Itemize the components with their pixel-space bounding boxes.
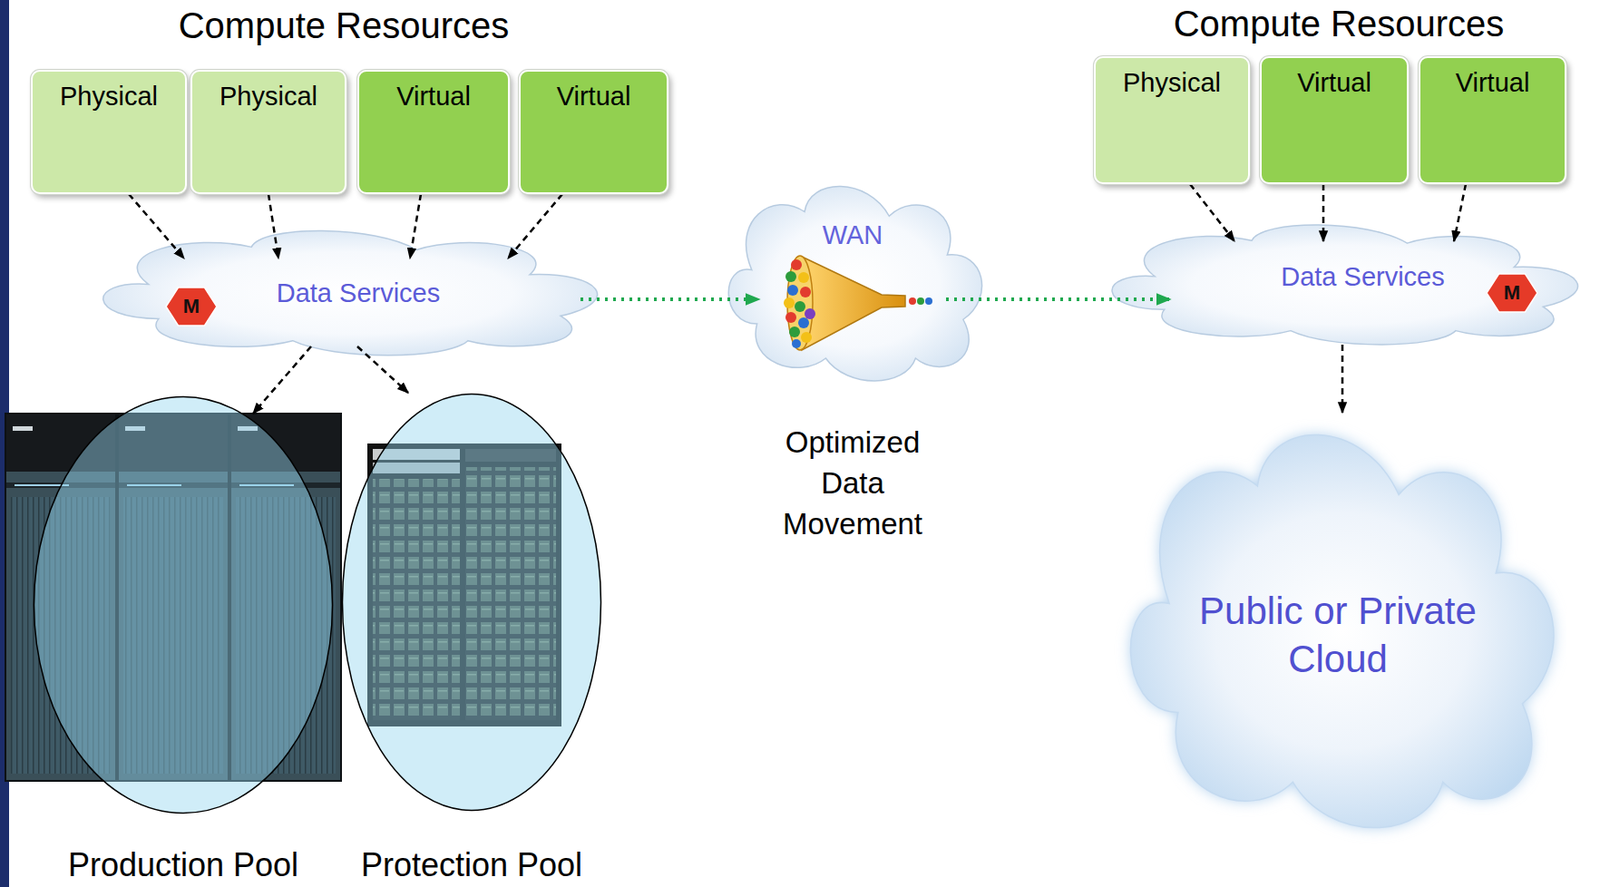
pool-ellipse: [341, 392, 603, 812]
dashed-arrow: [1190, 184, 1235, 242]
funnel-icon: [794, 301, 806, 313]
virtual-box: Virtual: [518, 69, 669, 195]
cloud-shape: [728, 186, 982, 381]
wan-caption: Optimized Data Movement: [759, 421, 947, 545]
funnel-icon: [789, 326, 800, 338]
funnel-icon: [785, 312, 797, 323]
dashed-arrow: [1341, 344, 1345, 413]
box-label: Virtual: [556, 81, 632, 112]
cloud-shape: [1130, 435, 1553, 829]
cloud-title: Public or Private Cloud: [1183, 586, 1493, 683]
pool-label: Production Pool: [68, 846, 299, 884]
hexagon-shape: [1486, 273, 1538, 313]
cloud-shape: [1130, 435, 1553, 829]
funnel-icon: [804, 308, 816, 320]
hex-letter: M: [1503, 281, 1521, 304]
cloud-label: Data Services: [1280, 262, 1445, 293]
funnel-icon: [800, 331, 812, 343]
dashed-arrow: [1453, 184, 1466, 242]
funnel-icon: [800, 286, 811, 298]
data-movement-arrow: [946, 297, 1171, 302]
cloud-shape: [1112, 224, 1578, 345]
dashed-arrow: [1322, 184, 1326, 242]
funnel-icon: [908, 297, 917, 305]
wan-label: WAN: [822, 220, 884, 251]
physical-box: Physical: [1093, 56, 1250, 185]
dashed-arrow: [507, 194, 563, 259]
management-hexagon: M: [165, 286, 218, 327]
pool-ellipse: [32, 395, 334, 815]
funnel-icon: [798, 317, 810, 329]
box-label: Physical: [219, 81, 318, 112]
pool-ellipse: [34, 397, 333, 814]
data-services-cloud: Data ServicesM: [136, 258, 581, 347]
production-pool-ellipse: Production Pool: [32, 413, 334, 884]
cloud-shape: [1130, 435, 1553, 829]
box-label: Virtual: [1297, 68, 1372, 98]
funnel-icon: [783, 255, 933, 351]
box-label: Virtual: [1455, 68, 1531, 98]
heading-label: Compute Resources: [1173, 3, 1505, 44]
data-movement-arrow: [580, 297, 760, 302]
virtual-box: Virtual: [357, 69, 510, 195]
hex-letter: M: [183, 294, 200, 318]
vmax-racks: [12, 426, 33, 431]
funnel-icon: [801, 256, 906, 351]
cloud-shape: [728, 186, 982, 381]
dashed-arrow: [409, 194, 421, 259]
cloud-shape: [1112, 224, 1578, 345]
box-label: Physical: [59, 81, 158, 112]
box-label: Virtual: [396, 81, 471, 112]
pool-label: Protection Pool: [360, 846, 583, 884]
protection-pool-ellipse: Protection Pool: [341, 392, 603, 884]
cloud-label: Data Services: [276, 278, 441, 309]
dashed-arrow: [253, 346, 312, 414]
funnel-icon: [917, 297, 925, 305]
virtual-box: Virtual: [1418, 56, 1567, 185]
heading-label: Compute Resources: [1173, 3, 1505, 44]
heading-label: Compute Resources: [178, 5, 510, 46]
data-services-cloud: Data ServicesM: [1170, 241, 1556, 345]
cloud-shape: [103, 231, 598, 356]
box-label: Physical: [1122, 68, 1221, 98]
physical-box: Physical: [30, 69, 187, 195]
heading-label: Compute Resources: [178, 5, 510, 46]
funnel-icon: [798, 272, 810, 283]
funnel-icon: [785, 271, 797, 283]
funnel-icon: [790, 259, 802, 271]
virtual-box: Virtual: [1259, 56, 1409, 185]
management-hexagon: M: [1485, 273, 1539, 313]
dashed-arrow: [268, 194, 279, 259]
public-private-cloud: Public or Private Cloud: [1147, 412, 1529, 812]
dashed-arrow: [128, 194, 185, 259]
dashed-arrow: [357, 346, 409, 393]
wan-cloud: WAN Optimized Data Movement: [759, 217, 947, 548]
pool-ellipse: [342, 394, 602, 811]
cloud-shape: [103, 231, 598, 356]
funnel-icon: [787, 284, 799, 296]
physical-box: Physical: [190, 69, 347, 195]
funnel-icon: [791, 339, 801, 349]
hexagon-shape: [165, 287, 217, 326]
funnel-icon: [783, 297, 795, 309]
funnel-icon: [925, 297, 933, 305]
